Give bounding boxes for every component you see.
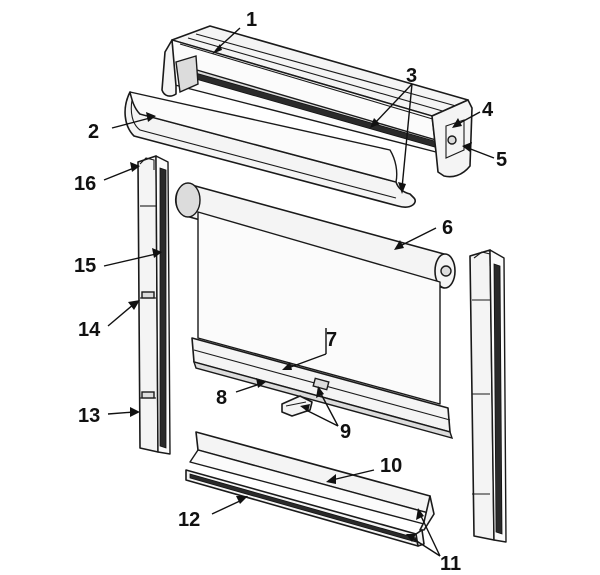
front-cover bbox=[124, 91, 416, 208]
callout-9: 9 bbox=[340, 421, 351, 443]
callout-5: 5 bbox=[496, 149, 507, 171]
leader-lines bbox=[103, 27, 495, 557]
roller-fabric bbox=[197, 211, 441, 405]
callout-10: 10 bbox=[380, 455, 402, 477]
callout-8: 8 bbox=[216, 387, 227, 409]
callout-11: 11 bbox=[440, 553, 461, 575]
bottom-brush-rail bbox=[185, 469, 425, 547]
callout-1: 1 bbox=[246, 9, 257, 31]
callout-12: 12 bbox=[178, 509, 200, 531]
callout-13: 13 bbox=[78, 405, 100, 427]
head-box bbox=[171, 25, 469, 153]
roller-tube bbox=[174, 182, 456, 289]
side-rail-right bbox=[469, 249, 507, 543]
side-rail-left bbox=[137, 155, 171, 455]
callout-14: 14 bbox=[78, 319, 101, 341]
callout-3: 3 bbox=[406, 65, 417, 87]
end-cap-left bbox=[161, 39, 199, 97]
callout-6: 6 bbox=[442, 217, 453, 239]
callout-7: 7 bbox=[326, 329, 337, 351]
callout-16: 16 bbox=[74, 173, 96, 195]
callout-4: 4 bbox=[482, 99, 494, 121]
callout-2: 2 bbox=[88, 121, 99, 143]
pull-handle bbox=[281, 395, 313, 417]
callout-15: 15 bbox=[74, 255, 96, 277]
callout-labels: 1 2 3 4 5 6 7 8 9 10 11 12 13 14 15 16 bbox=[74, 9, 507, 575]
